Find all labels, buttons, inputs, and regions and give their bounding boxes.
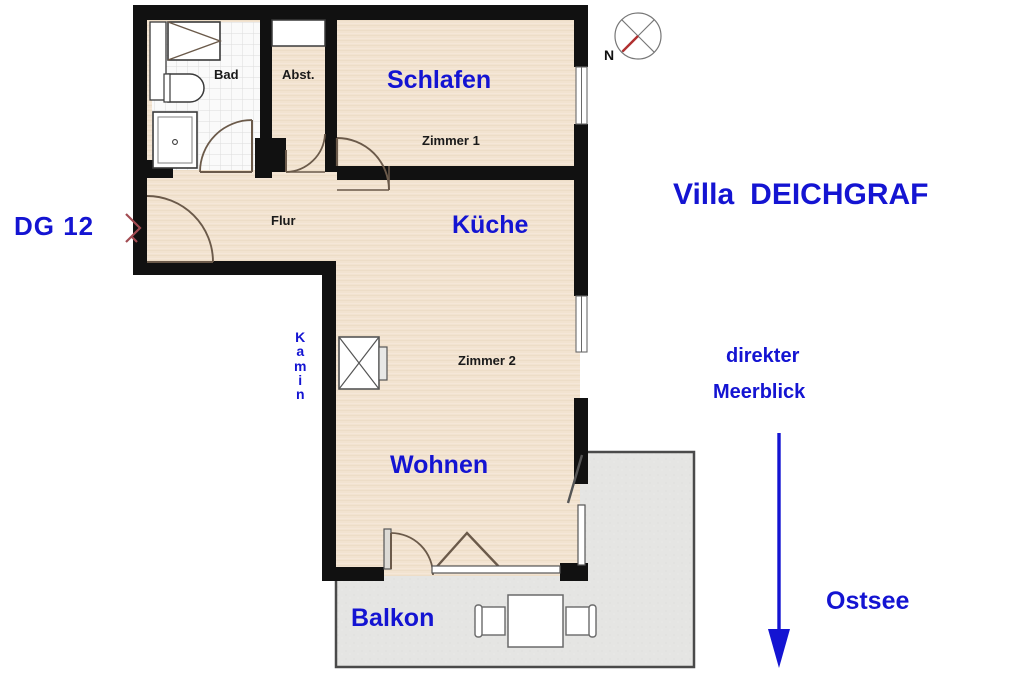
wall-abst-south (272, 138, 286, 172)
bad-fixtures (149, 21, 253, 173)
balcony-chair-left (474, 604, 506, 638)
balcony-table (507, 594, 564, 648)
closet-shelf (271, 19, 326, 47)
toilet-fixture (163, 73, 205, 103)
wall-zimmer1-south (337, 166, 574, 180)
bedroom-door (335, 137, 390, 191)
window-north-east-upper (575, 66, 588, 125)
walls (133, 5, 588, 581)
abst-fixtures (271, 19, 326, 173)
wall-west-upper (133, 5, 147, 275)
wall-abst-east (325, 16, 337, 138)
balcony-door-east (566, 454, 586, 566)
wall-east-seg3 (574, 398, 588, 484)
storage-door (285, 133, 326, 173)
compass-rose-icon (614, 12, 662, 60)
windows (575, 66, 588, 353)
fireplace-kamin (338, 336, 388, 390)
wall-bad-south-b (255, 138, 272, 178)
balkon-furniture (474, 594, 597, 648)
shower-fixture (167, 21, 223, 61)
window-east-lower (575, 295, 588, 353)
bathtub-fixture (152, 111, 198, 169)
bath-door (199, 119, 253, 173)
entrance-door (125, 195, 214, 263)
entrance-marker-icon (125, 213, 142, 243)
wall-wohnen-south-left (322, 567, 384, 581)
wall-balcony-pier (560, 563, 588, 581)
wall-west-lower (322, 261, 336, 581)
balcony-door (383, 528, 561, 576)
balcony-chair-right (565, 604, 597, 638)
floor-fills (142, 16, 696, 669)
wall-east-seg2 (574, 124, 588, 296)
wall-east-seg1 (574, 5, 588, 67)
meerblick-arrow-icon (768, 433, 790, 668)
wall-flur-south (133, 261, 336, 275)
wall-abst-south-b (325, 138, 337, 172)
bath-strip (149, 21, 167, 101)
wall-north (133, 5, 588, 20)
wall-bad-east (260, 16, 272, 138)
